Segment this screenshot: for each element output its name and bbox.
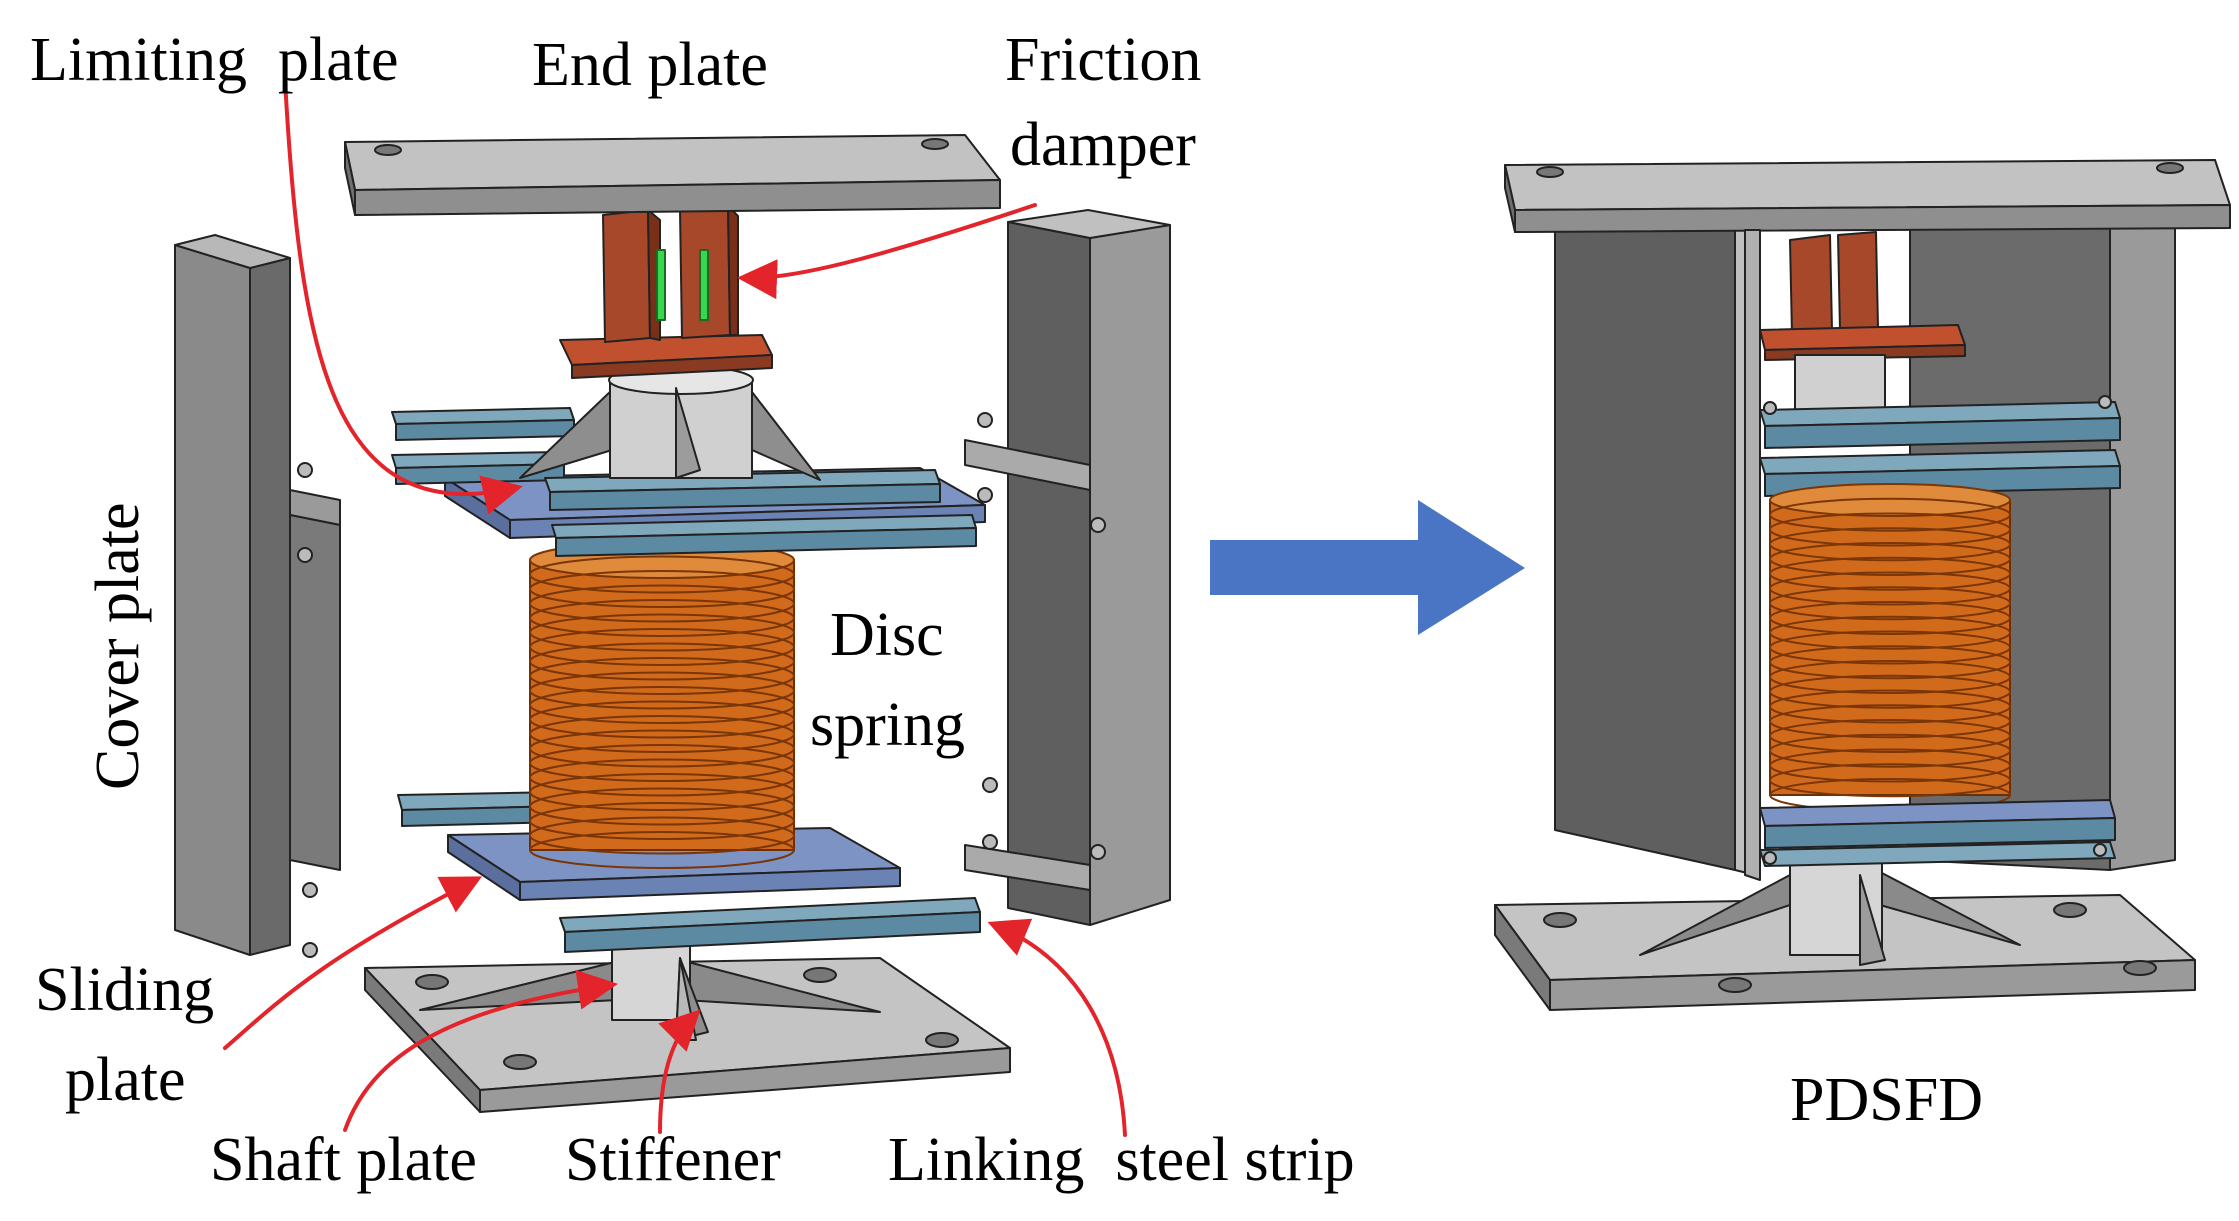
shaft-plate-pointer — [343, 969, 618, 1132]
friction-damper-exploded — [559, 205, 773, 379]
label-linking-strip: Linking steel strip — [888, 1126, 1355, 1194]
sliding-plate-pointer — [223, 876, 483, 1050]
linking-strip-pointer — [987, 918, 1127, 1137]
label-stiffener: Stiffener — [565, 1126, 781, 1194]
label-cover-plate: Cover plate — [84, 502, 152, 790]
label-sliding: Sliding — [35, 956, 214, 1024]
assembled-view — [1494, 159, 2231, 1011]
label-plate: plate — [65, 1046, 186, 1114]
friction-damper-pointer — [737, 203, 1037, 300]
limiting-plate-pointer — [283, 78, 523, 515]
label-disc: Disc — [830, 601, 944, 669]
right-cover-plate — [964, 209, 1171, 926]
label-limiting-plate: Limiting plate — [30, 26, 399, 94]
disc-spring-assembled — [1769, 483, 2011, 812]
label-damper: damper — [1010, 111, 1196, 179]
left-cover-plate — [174, 234, 341, 958]
label-end-plate: End plate — [532, 31, 768, 99]
end-plate — [344, 134, 1001, 216]
disc-spring-exploded — [529, 541, 795, 869]
exploded-view — [174, 134, 1171, 1113]
lower-linking-strips — [397, 791, 981, 953]
labels: Limiting plate End plate Friction damper… — [30, 26, 1983, 1194]
stiffener-pointer — [658, 1009, 701, 1134]
label-pdsfd: PDSFD — [1790, 1066, 1983, 1134]
label-friction: Friction — [1005, 26, 1201, 94]
label-shaft-plate: Shaft plate — [210, 1126, 477, 1194]
assembly-arrow — [1210, 500, 1525, 635]
label-spring: spring — [810, 691, 965, 759]
upper-linking-strips — [391, 407, 977, 557]
pointer-arrows — [223, 78, 1127, 1137]
